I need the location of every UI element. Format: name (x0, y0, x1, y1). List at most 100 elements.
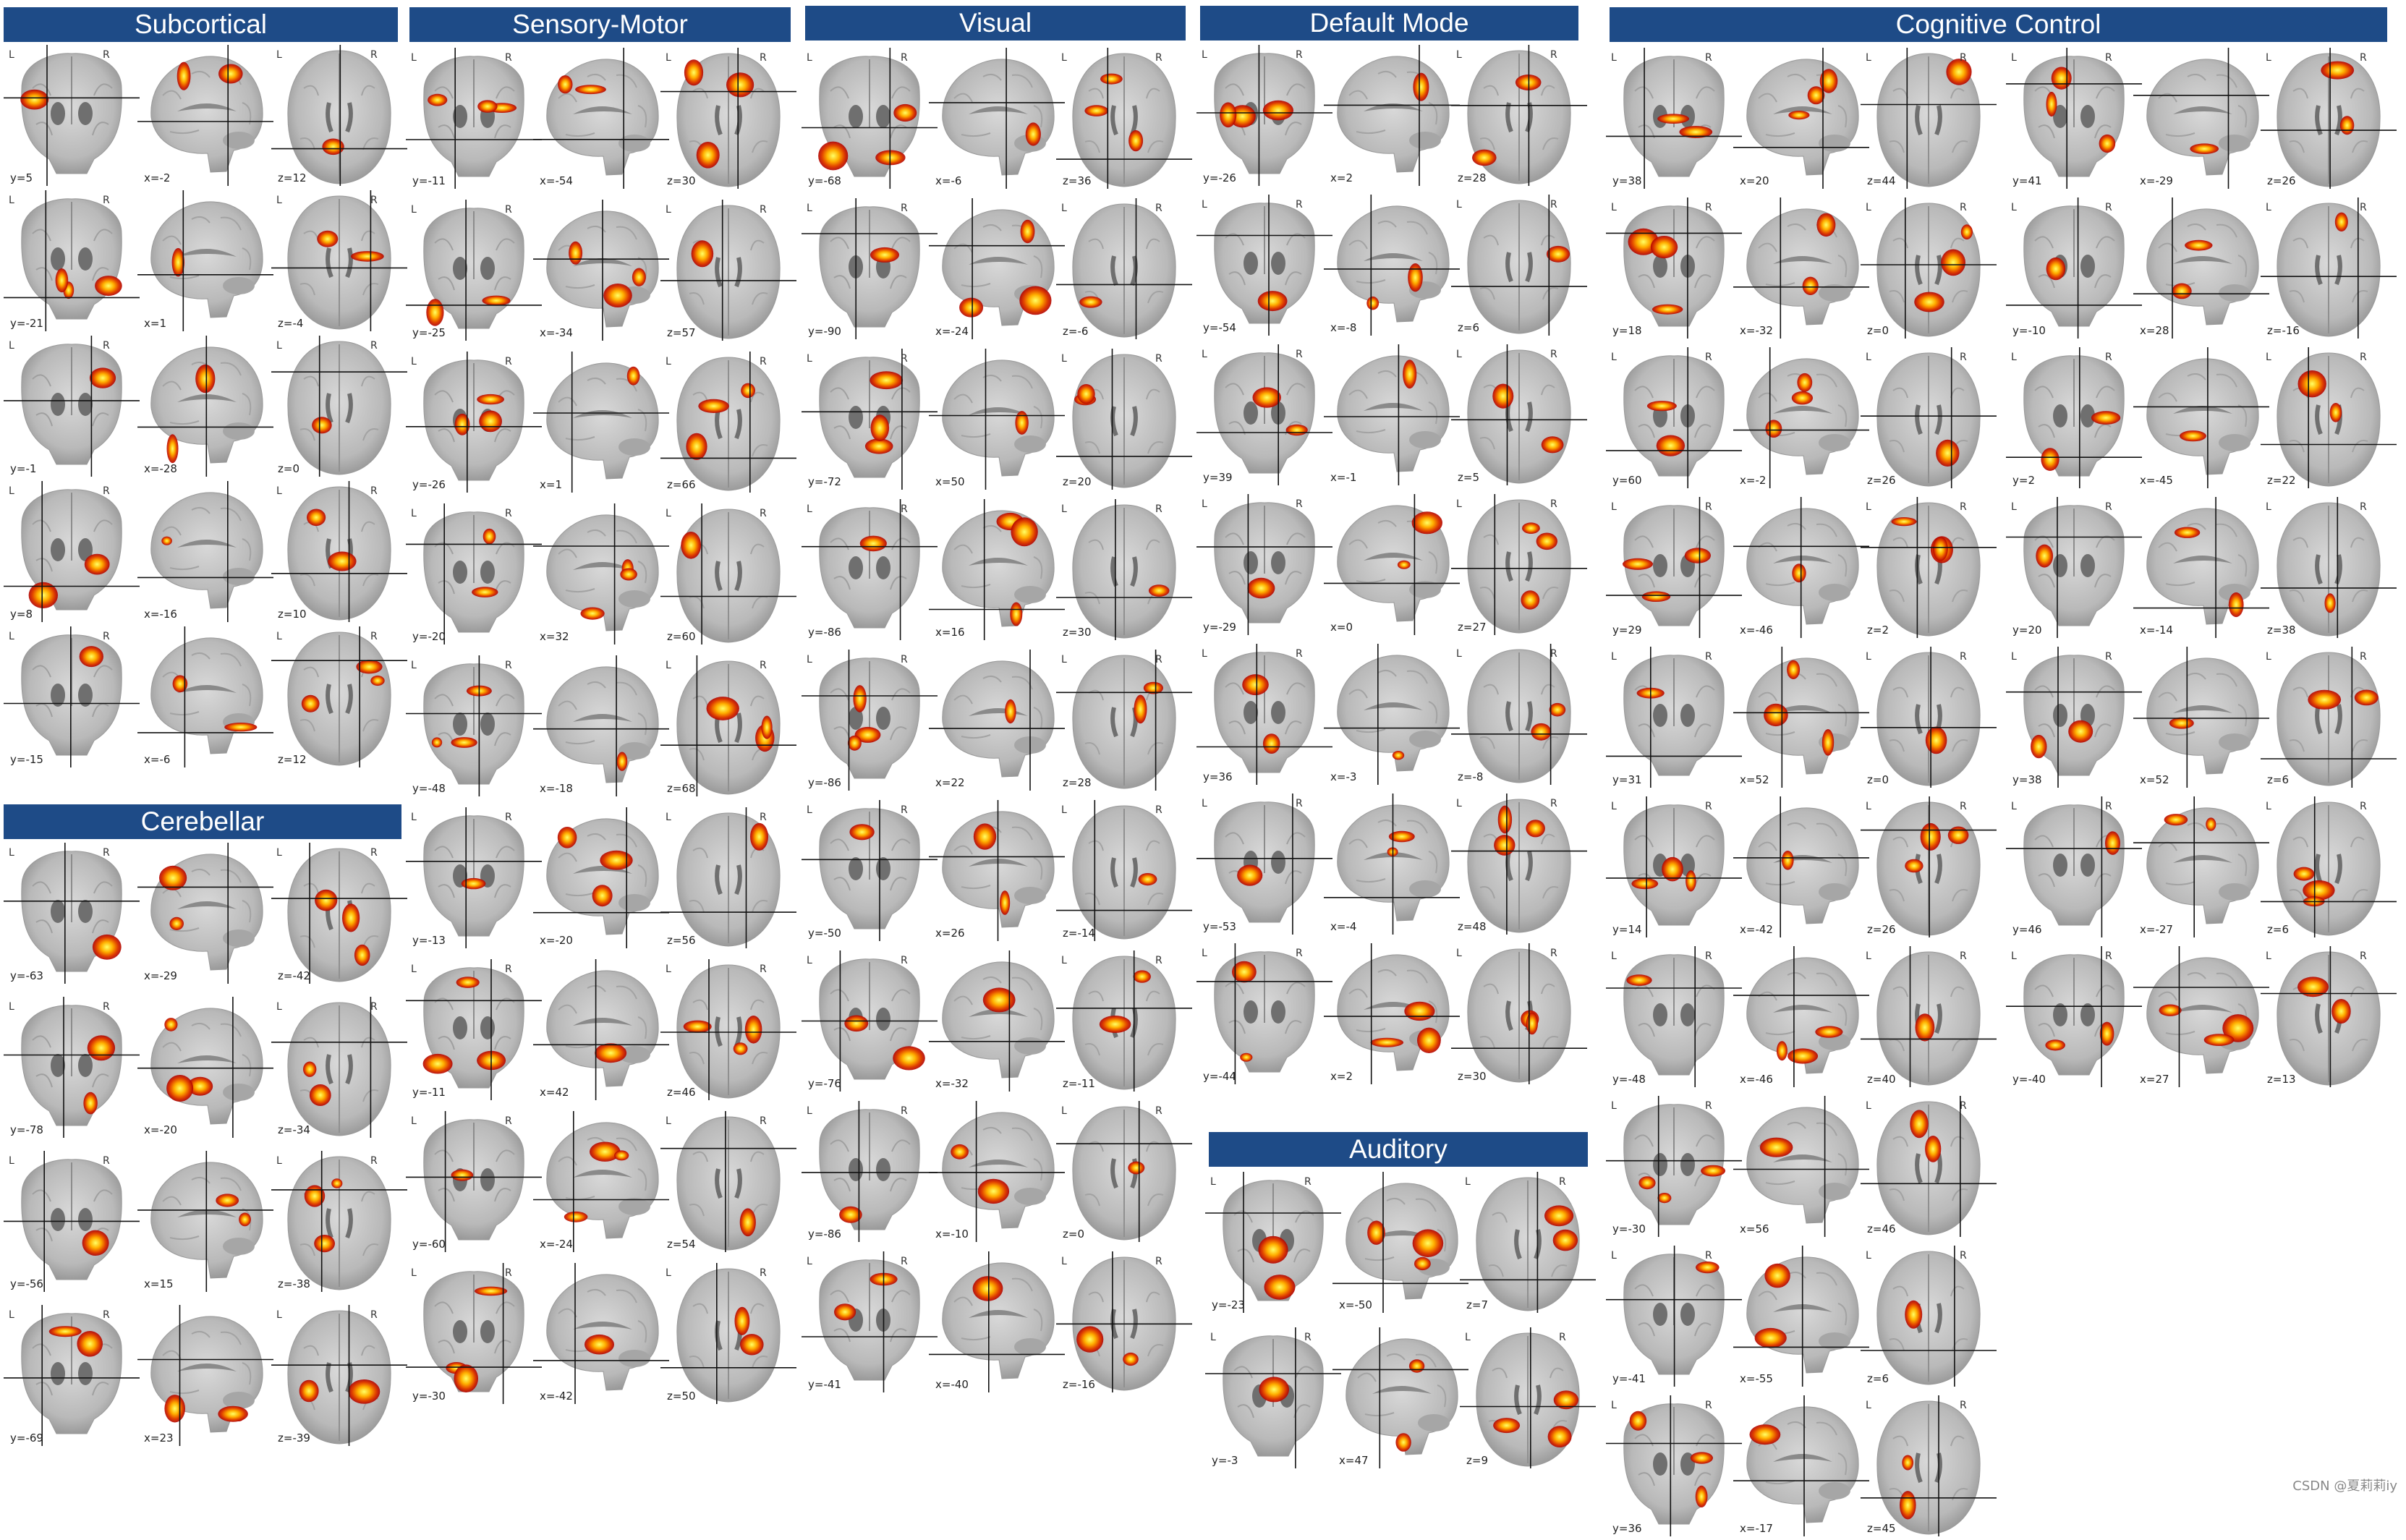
activation-blob (590, 1141, 621, 1162)
orientation-right-label: R (1960, 501, 1967, 513)
orientation-left-label: L (9, 1155, 14, 1167)
activation-blob (2185, 239, 2213, 251)
orientation-right-label: R (1304, 1332, 1312, 1343)
orientation-left-label: L (666, 812, 671, 823)
activation-blob (1764, 703, 1788, 727)
orientation-right-label: R (760, 204, 767, 216)
orientation-right-label: R (2105, 352, 2112, 363)
slice-coordinate-label: y=38 (1612, 174, 1642, 187)
orientation-right-label: R (1705, 1100, 1712, 1112)
slice-coordinate-label: y=-3 (1212, 1454, 1238, 1467)
activation-blob (2293, 867, 2315, 881)
activation-blob (1388, 830, 1415, 843)
orientation-right-label: R (103, 847, 110, 859)
activation-blob (83, 1092, 98, 1115)
activation-blob (893, 103, 917, 122)
slice-coordinate-label: z=10 (278, 608, 307, 621)
slice-coordinate-label: y=-1 (10, 462, 37, 475)
orientation-left-label: L (807, 503, 812, 515)
slice-coordinate-label: x=-50 (1339, 1298, 1372, 1311)
activation-blob (356, 660, 383, 674)
activation-blob (483, 528, 496, 545)
activation-blob (1695, 1485, 1708, 1507)
activation-blob (79, 646, 103, 668)
orientation-left-label: L (1866, 501, 1871, 513)
orientation-left-label: L (807, 52, 812, 64)
activation-blob (603, 284, 632, 307)
orientation-right-label: R (1960, 1100, 1967, 1112)
orientation-left-label: L (1866, 202, 1871, 213)
activation-blob (477, 100, 498, 113)
activation-blob (1395, 1433, 1411, 1452)
slice-coordinate-label: x=-54 (540, 174, 573, 187)
slice-coordinate-label: x=-24 (935, 325, 969, 338)
activation-blob (1019, 286, 1052, 315)
orientation-right-label: R (103, 1001, 110, 1013)
slice-coordinate-label: y=18 (1612, 324, 1642, 337)
activation-blob (55, 268, 69, 293)
slice-coordinate-label: y=-11 (412, 174, 446, 187)
activation-blob (348, 1379, 381, 1404)
orientation-right-label: R (1705, 651, 1712, 663)
slice-coordinate-label: z=0 (1867, 324, 1889, 337)
activation-blob (451, 737, 477, 748)
slice-coordinate-label: x=-28 (144, 462, 177, 475)
sagittal-slice: x=-42 (533, 1263, 669, 1408)
activation-blob (959, 297, 984, 318)
activation-blob (1552, 1229, 1578, 1251)
slice-coordinate-label: y=-48 (1612, 1073, 1646, 1086)
slice-coordinate-label: z=46 (667, 1086, 696, 1099)
slice-coordinate-label: z=-11 (1063, 1077, 1095, 1090)
activation-blob (422, 1053, 453, 1074)
slice-coordinate-label: x=-10 (935, 1228, 969, 1241)
orientation-right-label: R (1705, 202, 1712, 213)
sagittal-slice: x=-28 (137, 336, 273, 480)
slice-coordinate-label: z=48 (1458, 920, 1487, 933)
orientation-left-label: L (807, 1256, 812, 1267)
orientation-right-label: R (370, 1155, 378, 1167)
orientation-left-label: L (807, 203, 812, 214)
activation-blob (428, 93, 448, 106)
orientation-left-label: L (666, 356, 671, 367)
slice-coordinate-label: z=27 (1458, 621, 1487, 634)
orientation-right-label: R (505, 508, 512, 519)
activation-blob (2334, 212, 2348, 231)
orientation-left-label: L (1611, 651, 1617, 663)
sagittal-slice: x=-27 (2133, 796, 2269, 941)
slice-coordinate-label: z=-16 (2267, 324, 2300, 337)
slice-coordinate-label: x=-20 (144, 1123, 177, 1136)
activation-blob (164, 1018, 178, 1031)
orientation-right-label: R (2360, 651, 2367, 663)
orientation-left-label: L (666, 52, 671, 64)
activation-blob (632, 268, 646, 286)
activation-blob (1220, 102, 1237, 128)
slice-coordinate-label: y=2 (2012, 474, 2035, 487)
activation-blob (1797, 373, 1813, 392)
slice-coordinate-label: x=-14 (2140, 624, 2173, 637)
orientation-left-label: L (2266, 950, 2271, 962)
activation-blob (1657, 114, 1689, 124)
slice-coordinate-label: z=12 (278, 753, 307, 766)
slice-coordinate-label: z=13 (2267, 1073, 2296, 1086)
activation-blob (1010, 602, 1023, 626)
activation-blob (1936, 439, 1960, 467)
orientation-left-label: L (1611, 52, 1617, 64)
orientation-left-label: L (1611, 1400, 1617, 1411)
activation-blob (1411, 511, 1442, 535)
orientation-left-label: L (9, 340, 14, 352)
activation-blob (172, 675, 188, 693)
activation-blob (48, 1326, 82, 1337)
slice-coordinate-label: x=-40 (935, 1378, 969, 1391)
slice-coordinate-label: y=-86 (808, 1228, 841, 1241)
activation-blob (95, 276, 122, 297)
activation-blob (557, 827, 577, 848)
slice-coordinate-label: z=46 (1867, 1222, 1896, 1235)
